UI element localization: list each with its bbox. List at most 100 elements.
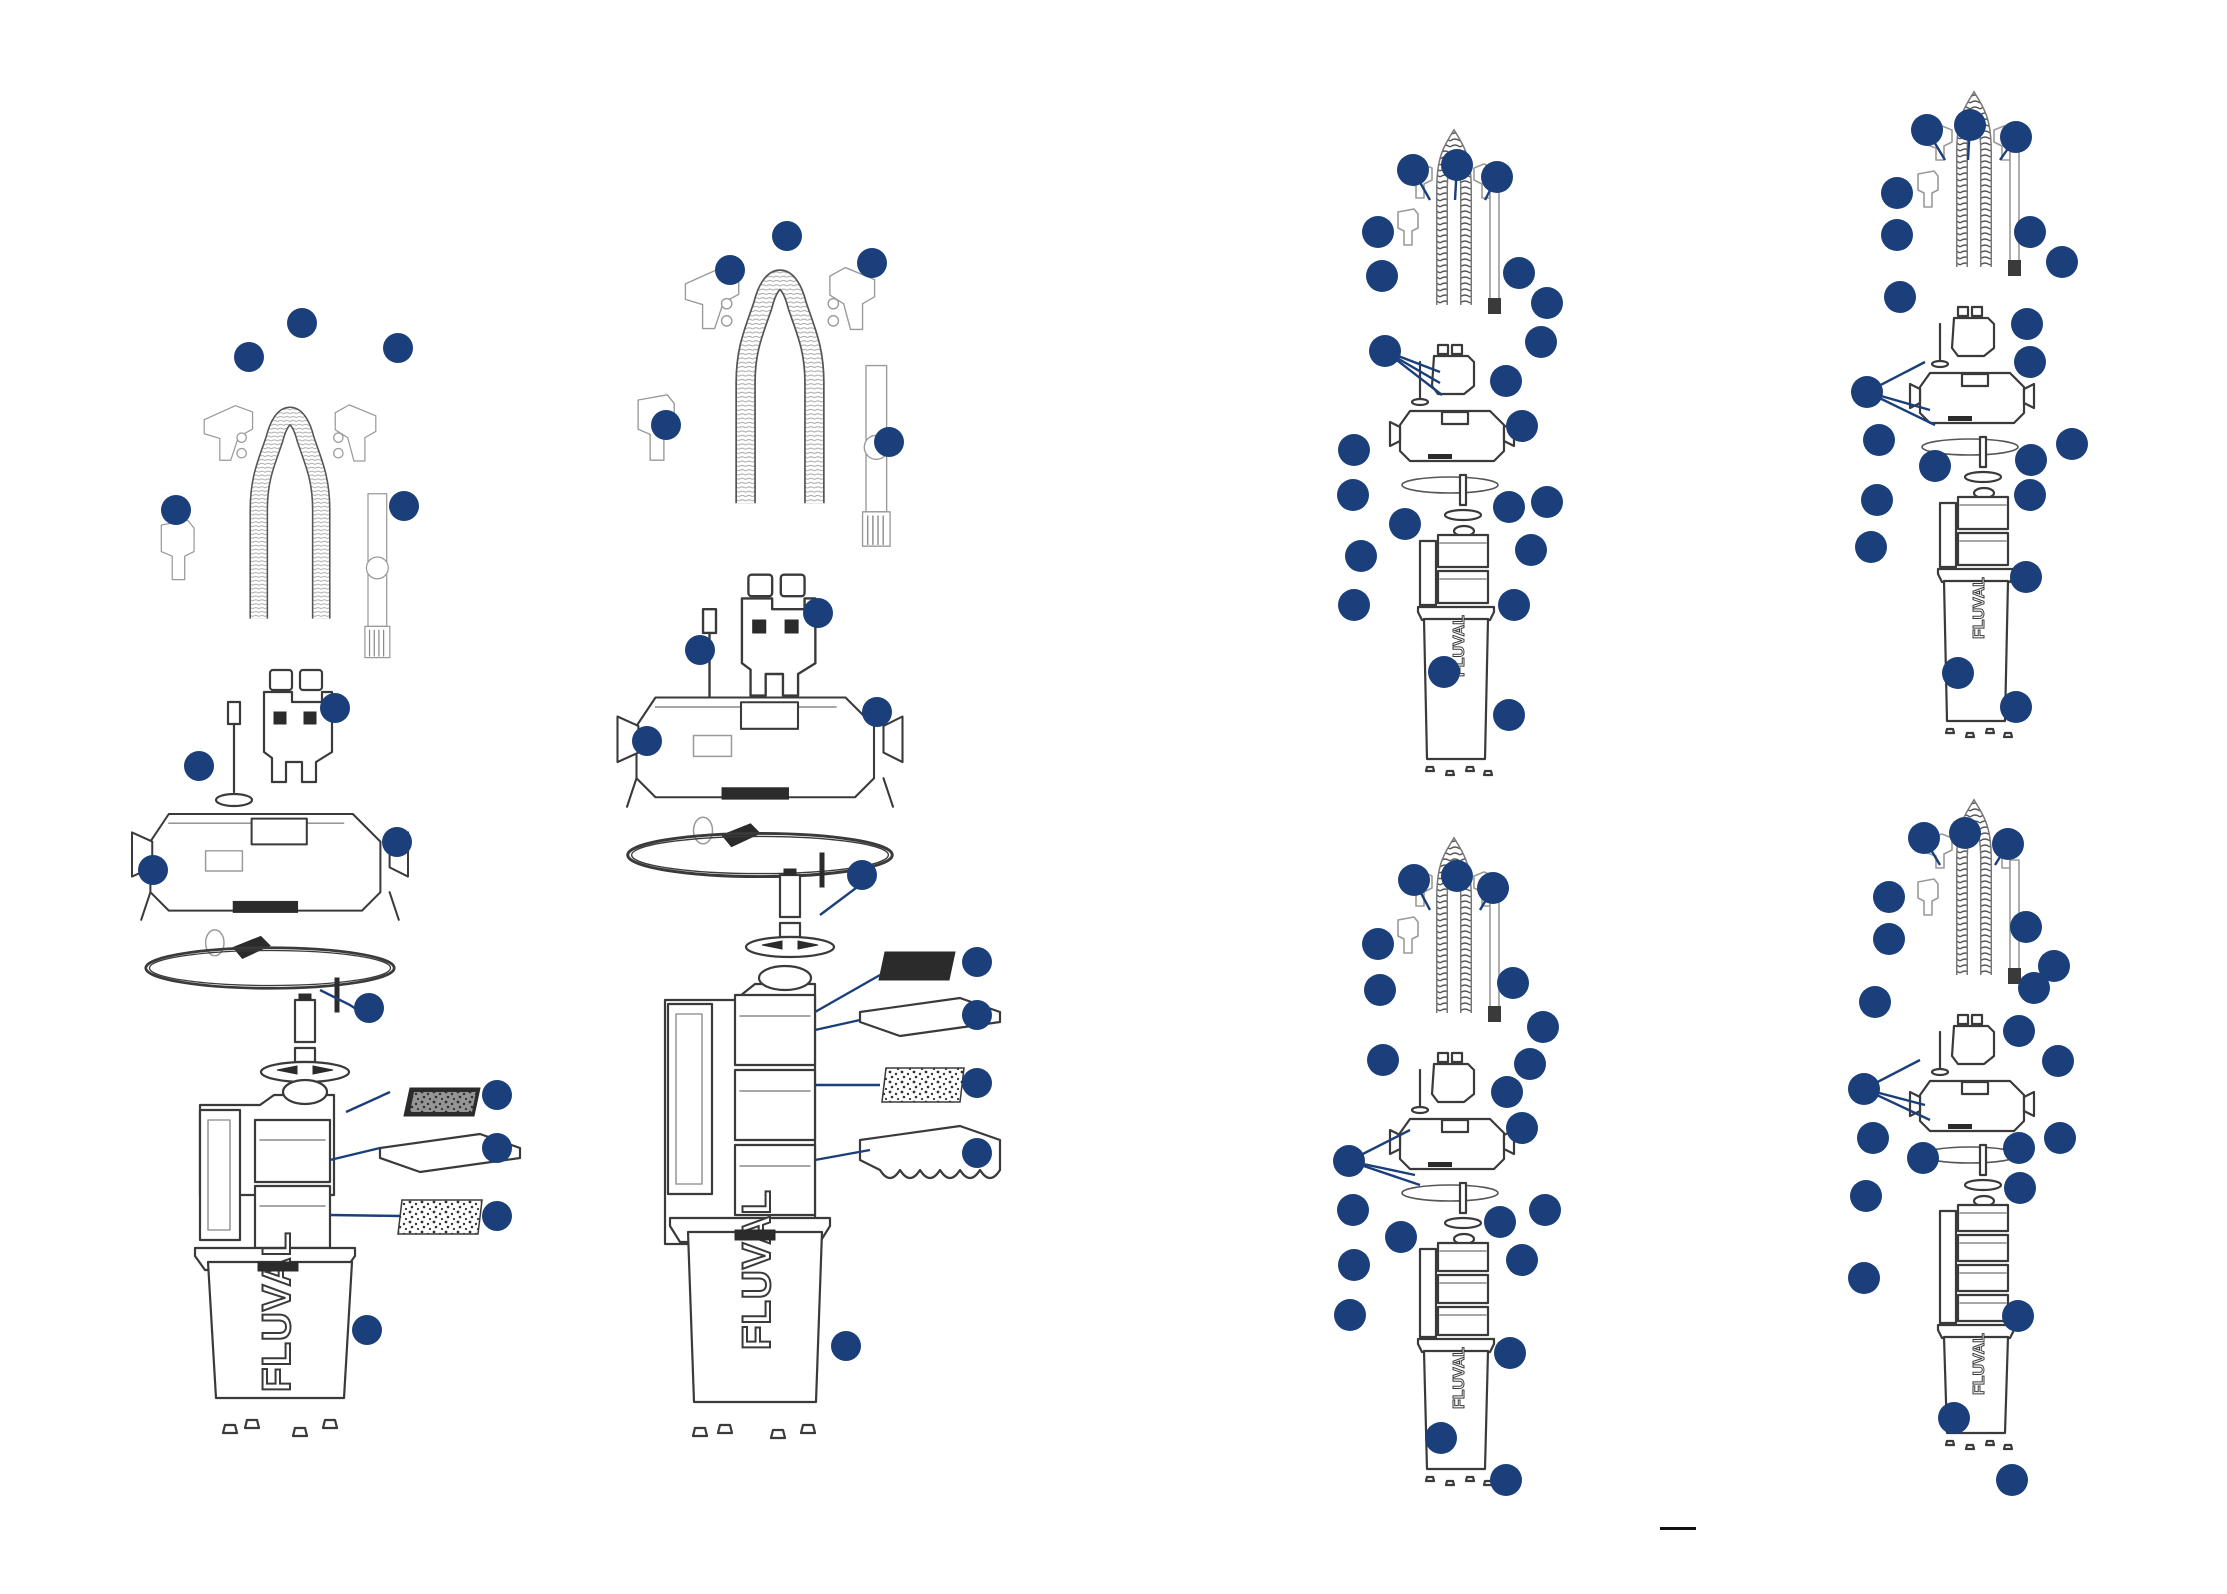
numbered-callout-circle [1338,1249,1370,1281]
numbered-callout-circle [1366,260,1398,292]
numbered-callout-circle [352,1315,382,1345]
panel-b-exploded-view: FLUVAL [618,268,1001,1438]
numbered-callout-circle [831,1331,861,1361]
numbered-callout-circle [389,491,419,521]
numbered-callout-circle [2003,1015,2035,1047]
numbered-callout-circle [1531,287,1563,319]
numbered-callout-circle [651,410,681,440]
numbered-callout-circle [1337,479,1369,511]
numbered-callout-circle [2018,972,2050,1004]
small-exploded-view: FLUVAL [1910,810,2034,1449]
numbered-callout-circle [1881,177,1913,209]
numbered-callout-circle [1506,410,1538,442]
head-label-mark [1428,1162,1452,1167]
impeller-mark [1445,1218,1481,1228]
numbered-callout-circle [2003,1132,2035,1164]
numbered-callout-circle [1881,219,1913,251]
foot-mark [1426,767,1434,771]
numbered-callout-circle [1428,656,1460,688]
numbered-callout-circle [962,1138,992,1168]
o-ring-mark [1402,1185,1498,1201]
numbered-callout-circle [1514,1048,1546,1080]
leader-line [1864,1060,1920,1089]
numbered-callout-circle [1494,1337,1526,1369]
handle-mark [1940,503,1956,567]
numbered-callout-circle [1863,424,1895,456]
impeller-mark [1965,1180,2001,1190]
numbered-callout-circle [138,855,168,885]
numbered-callout-circle [962,1068,992,1098]
numbered-callout-circle [482,1080,512,1110]
numbered-callout-circle [632,726,662,756]
valve-knob-mark [1972,307,1982,316]
foot-mark [2004,1445,2012,1449]
media-basket-mark [1958,1205,2008,1231]
numbered-callout-circle [1515,534,1547,566]
numbered-callout-circle [1345,540,1377,572]
handle-mark [1940,1211,1956,1323]
elbow-mark [1918,171,1938,207]
numbered-callout-circle [1857,1122,1889,1154]
numbered-callout-circle [1527,1011,1559,1043]
media-basket-mark [1958,497,2008,529]
valve-body-mark [1432,1064,1474,1102]
numbered-callout-circle [234,342,264,372]
numbered-callout-circle [1389,508,1421,540]
head-label-mark [1948,416,1972,421]
foot-mark [1966,1445,1974,1449]
numbered-callout-circle [382,827,412,857]
numbered-callout-circle [962,947,992,977]
numbered-callout-circle [1531,486,1563,518]
valve-body-mark [1952,318,1994,356]
media-basket-mark [1958,1235,2008,1261]
valve-knob-mark [1958,307,1968,316]
valve-knob-mark [1438,345,1448,354]
numbered-callout-circle [1490,1464,1522,1496]
numbered-callout-circle [1338,434,1370,466]
strainer-mark [2008,968,2021,984]
numbered-callout-circle [803,598,833,628]
numbered-callout-circle [2004,1172,2036,1204]
intake-tube-mark [1490,190,1499,300]
numbered-callout-circle [1907,1142,1939,1174]
numbered-callout-circle [1364,974,1396,1006]
product-mark: FLUVAL [1971,577,1988,639]
numbered-callout-circle [482,1133,512,1163]
numbered-callout-circle [1337,1194,1369,1226]
numbered-callout-circle [354,993,384,1023]
numbered-callout-circle [1385,1221,1417,1253]
numbered-callout-circle [1503,257,1535,289]
head-handle-mark [1962,1082,1988,1094]
intake-tube-mark [1490,898,1499,1008]
numbered-callout-circle [1938,1402,1970,1434]
foot-mark [1986,1441,1994,1445]
head-handle-mark [1442,1120,1468,1132]
numbered-callout-circle [161,495,191,525]
numbered-callout-circle [1425,1422,1457,1454]
o-ring-mark [1402,477,1498,493]
numbered-callout-circle [2000,691,2032,723]
numbered-callout-circle [1848,1262,1880,1294]
latch-mark [1390,1130,1400,1154]
numbered-callout-circle [862,697,892,727]
numbered-callout-circle [874,427,904,457]
foot-mark [1446,771,1454,775]
foot-mark [1426,1477,1434,1481]
small-exploded-view: FLUVAL [1390,848,1514,1485]
numbered-callout-circle [1873,881,1905,913]
small-exploded-view: FLUVAL [1910,102,2034,737]
numbered-callout-circle [1491,1076,1523,1108]
canister-filter-icon: FLUVAL [195,1080,355,1398]
valve-body-mark [1952,1026,1994,1064]
foot-mark [1966,733,1974,737]
head-handle-mark [1962,374,1988,386]
media-basket-mark [1958,1295,2008,1321]
numbered-callout-circle [857,248,887,278]
numbered-callout-circle [2056,428,2088,460]
foot-mark [1446,1481,1454,1485]
numbered-callout-circle [847,860,877,890]
numbered-callout-circle [1873,923,1905,955]
numbered-callout-circle [287,308,317,338]
impeller-mark [1445,510,1481,520]
